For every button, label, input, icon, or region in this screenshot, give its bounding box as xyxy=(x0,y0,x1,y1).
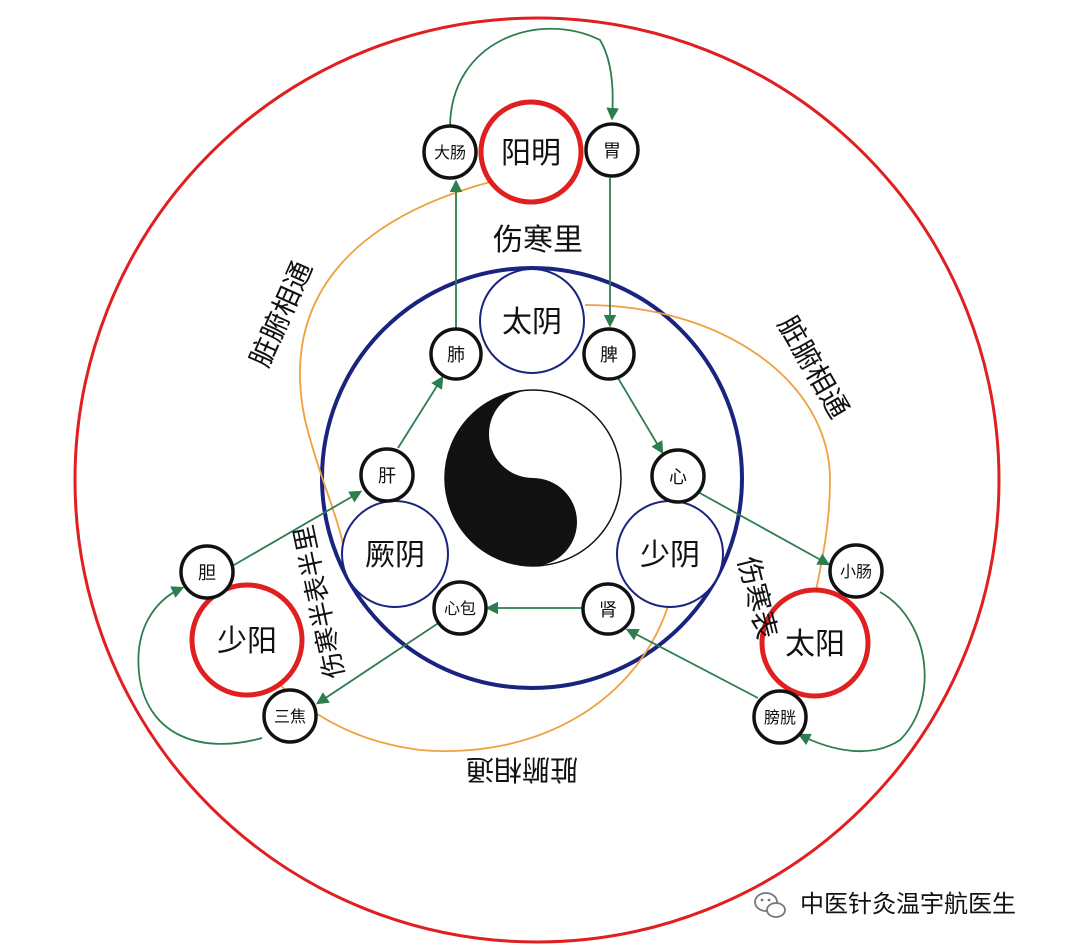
taiji-symbol xyxy=(444,389,622,567)
svg-text:肺: 肺 xyxy=(447,345,465,366)
arrow-liver-to-lung xyxy=(397,375,444,449)
node-pericardium: 心包 xyxy=(432,580,488,636)
svg-text:太阴: 太阴 xyxy=(502,305,562,340)
svg-text:小肠: 小肠 xyxy=(840,562,872,581)
node-liver: 肝 xyxy=(359,447,415,503)
arrow-sanjiao-to-gallbladder xyxy=(137,586,263,745)
wechat-icon xyxy=(754,892,786,918)
node-sanjiao: 三焦 xyxy=(262,688,318,744)
svg-text:肾: 肾 xyxy=(599,600,617,621)
outer-ring xyxy=(73,16,1001,944)
node-small-intestine: 小肠 xyxy=(828,543,884,599)
svg-text:少阳: 少阳 xyxy=(217,624,277,659)
node-kidney: 肾 xyxy=(581,582,635,636)
node-large-intestine: 大肠 xyxy=(422,124,478,180)
node-heart: 心 xyxy=(650,448,706,504)
svg-text:膀胱: 膀胱 xyxy=(764,708,796,727)
node-taiyang: 太阳 xyxy=(759,587,871,699)
label-shanghan-li: 伤寒里 xyxy=(493,223,583,258)
label-zangfu-left: 脏腑相通 xyxy=(243,256,319,372)
node-lung: 肺 xyxy=(429,327,483,381)
arrow-spleen-to-heart xyxy=(617,377,664,455)
label-zangfu-bottom: 脏腑相通 xyxy=(466,753,578,786)
svg-text:肝: 肝 xyxy=(378,466,396,487)
node-jueyin: 厥阴 xyxy=(341,500,449,608)
node-gallbladder: 胆 xyxy=(179,544,235,600)
svg-text:大肠: 大肠 xyxy=(434,143,466,162)
node-taiyin: 太阴 xyxy=(479,268,585,374)
svg-text:阳明: 阳明 xyxy=(501,136,561,171)
svg-text:少阴: 少阴 xyxy=(640,538,700,573)
node-bladder: 膀胱 xyxy=(752,689,808,745)
channel-nodes: 阳明 太阴 厥阴 少阴 少阳 太阳 xyxy=(189,99,871,699)
watermark: 中医针灸温宇航医生 xyxy=(754,890,1016,918)
svg-text:三焦: 三焦 xyxy=(274,707,306,726)
svg-text:胃: 胃 xyxy=(603,141,621,162)
arrow-pericardium-to-sanjiao xyxy=(315,621,441,705)
flow-arrows xyxy=(137,27,926,753)
svg-text:厥阴: 厥阴 xyxy=(365,538,425,573)
svg-text:胆: 胆 xyxy=(198,563,216,584)
svg-text:心: 心 xyxy=(669,467,687,488)
svg-text:心包: 心包 xyxy=(444,599,476,618)
svg-text:中医针灸温宇航医生: 中医针灸温宇航医生 xyxy=(800,890,1016,918)
arrow-bladder-to-kidney xyxy=(625,628,759,699)
label-zangfu-right: 脏腑相通 xyxy=(771,310,856,424)
node-spleen: 脾 xyxy=(582,327,636,381)
node-shaoyang: 少阳 xyxy=(189,582,305,698)
node-yangming: 阳明 xyxy=(478,99,584,205)
arrow-large-intestine-to-stomach xyxy=(449,27,620,129)
node-shaoyin: 少阴 xyxy=(616,500,724,608)
svg-text:太阳: 太阳 xyxy=(785,627,845,662)
label-shanghan-biao: 伤寒表 xyxy=(731,553,783,643)
svg-text:脾: 脾 xyxy=(600,345,618,366)
arrow-heart-to-small-intestine xyxy=(697,491,831,566)
arrow-gallbladder-to-liver xyxy=(233,490,363,566)
node-stomach: 胃 xyxy=(584,122,640,178)
arrow-small-intestine-to-bladder xyxy=(797,591,926,753)
organ-nodes: 大肠 胃 肺 脾 肝 心 胆 心包 xyxy=(179,122,884,745)
